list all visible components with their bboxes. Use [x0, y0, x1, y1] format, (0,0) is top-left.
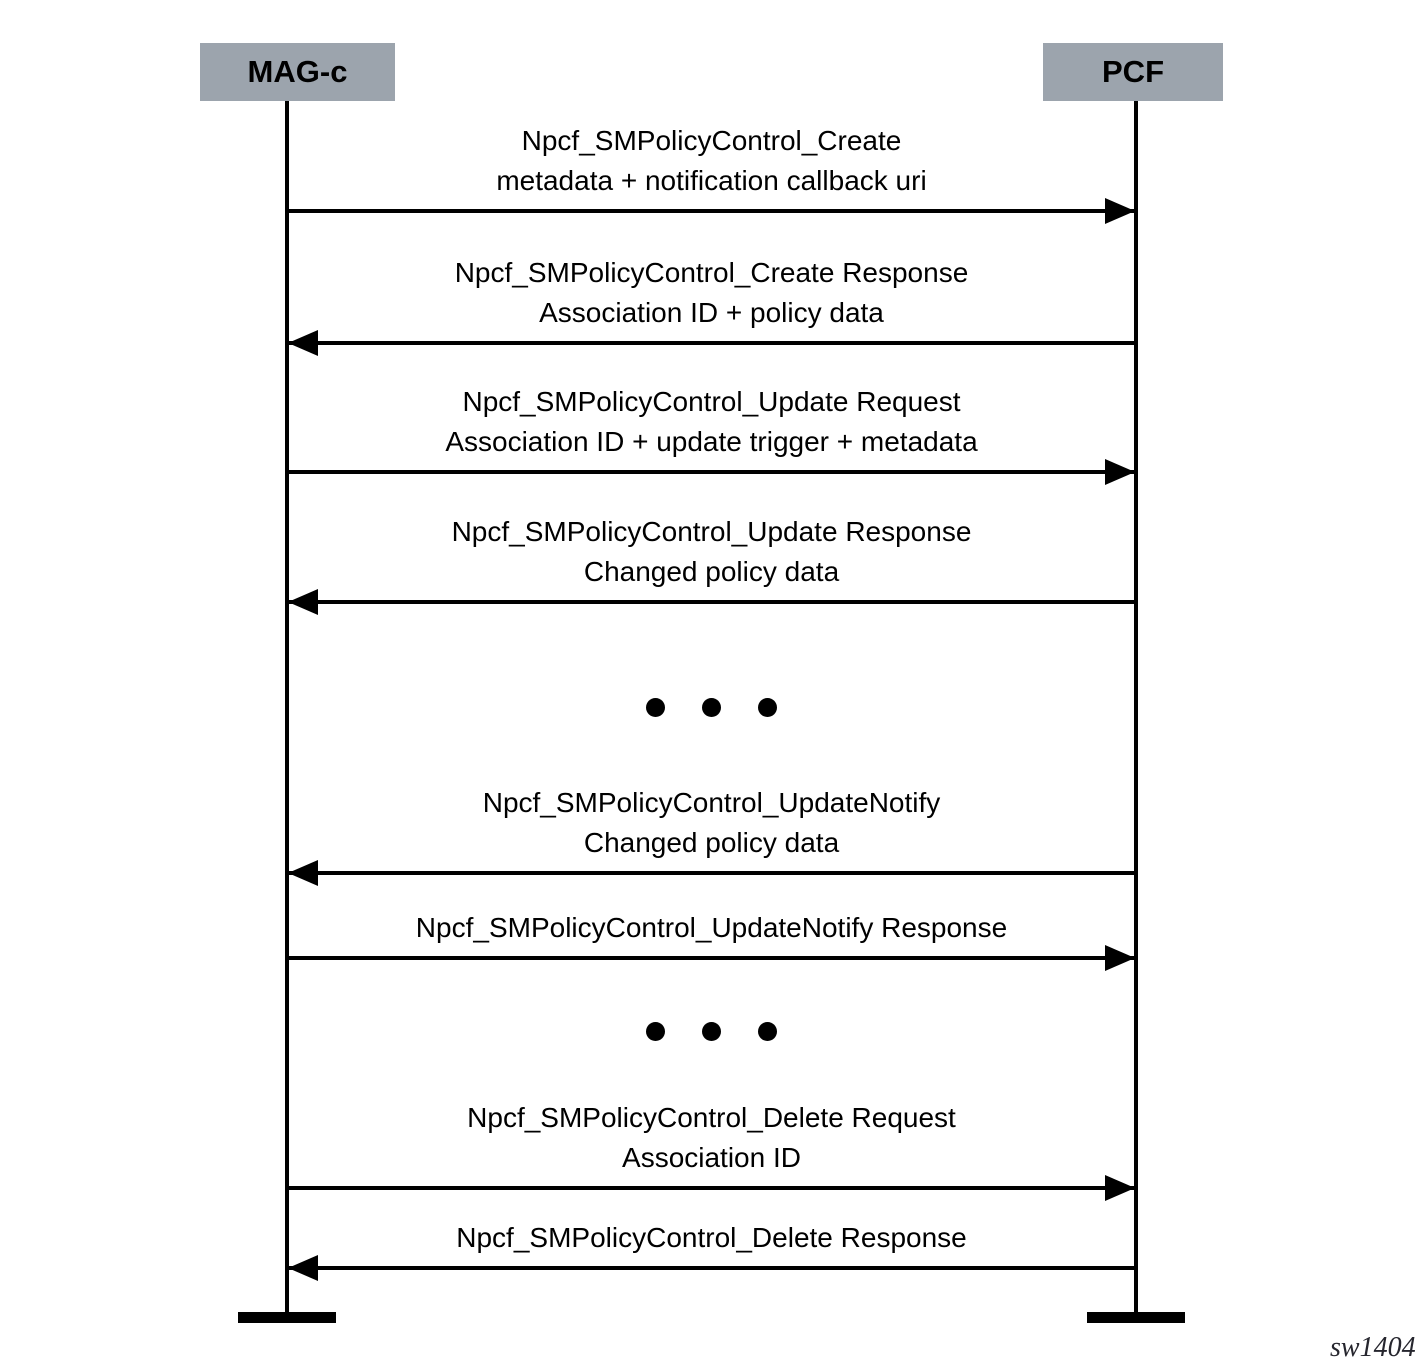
actor-box-pcf: PCF — [1043, 43, 1223, 101]
message-update-notify: Npcf_SMPolicyControl_UpdateNotify Change… — [288, 787, 1134, 886]
arrow-line — [289, 600, 1134, 604]
arrow-right-icon — [1105, 1175, 1135, 1201]
figure-label: sw1404 — [1330, 1332, 1416, 1363]
message-text-line: Association ID + policy data — [539, 297, 884, 328]
lifeline-end-bar-pcf — [1087, 1312, 1185, 1323]
message-create: Npcf_SMPolicyControl_Create metadata + n… — [289, 125, 1135, 224]
arrow-left-icon — [288, 860, 318, 886]
dot — [646, 1022, 665, 1041]
actor-label-mag-c: MAG-c — [247, 54, 348, 89]
message-label: Npcf_SMPolicyControl_UpdateNotify Change… — [289, 783, 1134, 863]
arrow-line — [289, 470, 1134, 474]
message-text-line: Npcf_SMPolicyControl_Create — [521, 125, 902, 156]
dot — [702, 698, 721, 717]
message-text-line: Changed policy data — [583, 827, 840, 858]
arrow-left-icon — [288, 589, 318, 615]
lifeline-mag-c — [285, 101, 289, 1317]
message-label: Npcf_SMPolicyControl_Delete Request Asso… — [289, 1098, 1134, 1178]
message-text-line: Association ID + update trigger + metada… — [445, 426, 978, 457]
arrow-line — [289, 956, 1134, 960]
message-label: Npcf_SMPolicyControl_UpdateNotify Respon… — [289, 908, 1134, 948]
dot — [758, 698, 777, 717]
lifeline-end-bar-mag-c — [238, 1312, 336, 1323]
message-delete-request: Npcf_SMPolicyControl_Delete Request Asso… — [289, 1102, 1135, 1201]
message-text-line: Npcf_SMPolicyControl_Create Response — [454, 257, 969, 288]
dot — [702, 1022, 721, 1041]
message-text-line: Npcf_SMPolicyControl_Delete Response — [456, 1222, 967, 1253]
message-text-line: Npcf_SMPolicyControl_UpdateNotify Respon… — [415, 912, 1008, 943]
arrow-line — [289, 341, 1134, 345]
arrow-right-icon — [1105, 945, 1135, 971]
arrow-line — [289, 209, 1134, 213]
dot — [646, 698, 665, 717]
message-label: Npcf_SMPolicyControl_Create metadata + n… — [289, 121, 1134, 201]
message-delete-response: Npcf_SMPolicyControl_Delete Response — [288, 1222, 1134, 1281]
message-text-line: Association ID — [622, 1142, 801, 1173]
lifeline-pcf — [1134, 101, 1138, 1317]
message-text-line: Npcf_SMPolicyControl_Update Request — [462, 386, 961, 417]
actor-box-mag-c: MAG-c — [200, 43, 395, 101]
message-create-response: Npcf_SMPolicyControl_Create Response Ass… — [288, 257, 1134, 356]
message-update-response: Npcf_SMPolicyControl_Update Response Cha… — [288, 516, 1134, 615]
message-text-line: Npcf_SMPolicyControl_Update Response — [451, 516, 972, 547]
message-update-request: Npcf_SMPolicyControl_Update Request Asso… — [289, 386, 1135, 485]
ellipsis-icon — [289, 698, 1134, 717]
message-label: Npcf_SMPolicyControl_Create Response Ass… — [289, 253, 1134, 333]
arrow-line — [289, 871, 1134, 875]
message-label: Npcf_SMPolicyControl_Update Request Asso… — [289, 382, 1134, 462]
arrow-right-icon — [1105, 198, 1135, 224]
message-text-line: Changed policy data — [583, 556, 840, 587]
message-text-line: metadata + notification callback uri — [496, 165, 927, 196]
arrow-line — [289, 1266, 1134, 1270]
arrow-left-icon — [288, 1255, 318, 1281]
arrow-left-icon — [288, 330, 318, 356]
arrow-right-icon — [1105, 459, 1135, 485]
ellipsis-icon — [289, 1022, 1134, 1041]
message-label: Npcf_SMPolicyControl_Delete Response — [289, 1218, 1134, 1258]
message-text-line: Npcf_SMPolicyControl_Delete Request — [467, 1102, 956, 1133]
actor-label-pcf: PCF — [1102, 54, 1164, 89]
arrow-line — [289, 1186, 1134, 1190]
dot — [758, 1022, 777, 1041]
message-text-line: Npcf_SMPolicyControl_UpdateNotify — [482, 787, 941, 818]
message-label: Npcf_SMPolicyControl_Update Response Cha… — [289, 512, 1134, 592]
message-update-notify-response: Npcf_SMPolicyControl_UpdateNotify Respon… — [289, 912, 1135, 971]
